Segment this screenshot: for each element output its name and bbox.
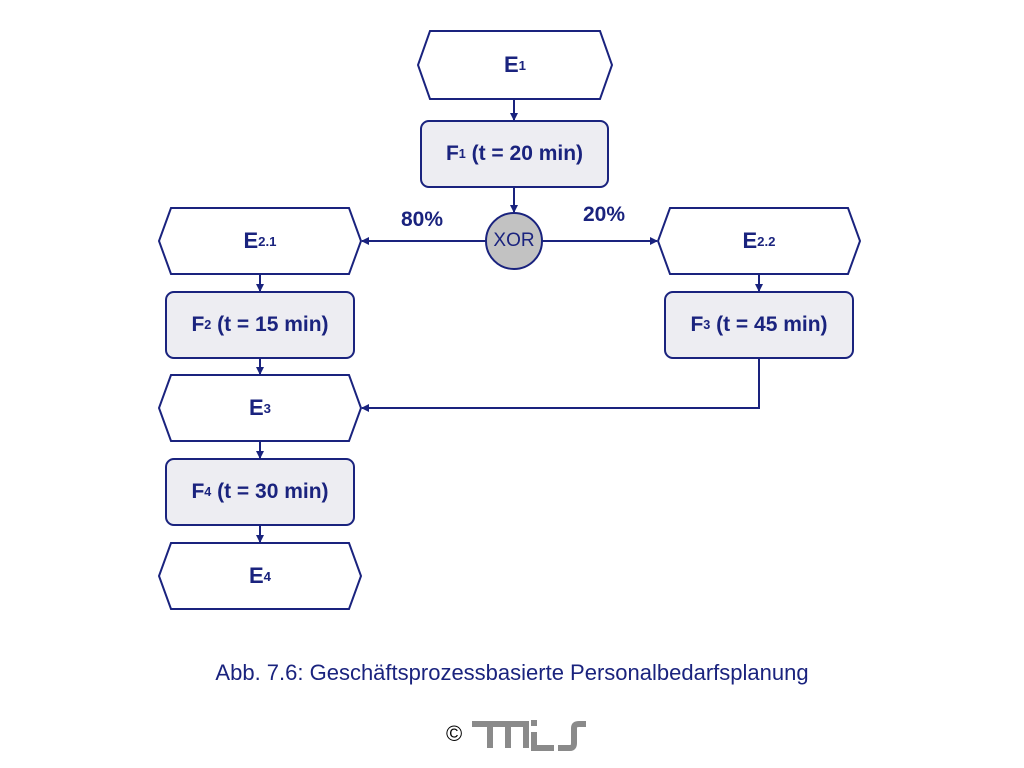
event-e3-shape xyxy=(157,374,363,442)
copyright-symbol: © xyxy=(446,721,463,746)
function-f3-main: F xyxy=(690,313,704,336)
branch-left-percentage: 80% xyxy=(400,208,444,231)
function-f1-sub: 1 xyxy=(458,147,466,161)
event-e21-main: E xyxy=(243,228,259,253)
function-f3-duration: (t = 45 min) xyxy=(710,313,828,336)
flow-f3-e3 xyxy=(361,358,760,412)
event-e4-shape xyxy=(157,542,363,610)
copyright-footer: © xyxy=(446,716,588,752)
event-e21-sub: 2.1 xyxy=(258,233,277,249)
event-e3-main: E xyxy=(248,395,264,420)
function-f2-main: F xyxy=(191,313,205,336)
event-e3-sub: 3 xyxy=(263,400,272,416)
event-e22-main: E xyxy=(742,228,758,253)
function-f3-sub: 3 xyxy=(703,318,711,332)
event-e4-main: E xyxy=(248,563,264,588)
event-e1-shape xyxy=(416,30,614,100)
function-f1-main: F xyxy=(445,142,459,165)
event-e22-sub: 2.2 xyxy=(757,233,776,249)
function-f2-sub: 2 xyxy=(204,318,212,332)
function-f4-sub: 4 xyxy=(204,485,212,499)
event-e1-sub: 1 xyxy=(518,57,527,73)
figure-caption: Abb. 7.6: Geschäftsprozessbasierte Perso… xyxy=(215,660,809,685)
event-e22-shape xyxy=(656,207,862,275)
event-e21-shape xyxy=(157,207,363,275)
brand-logo-icon xyxy=(472,720,587,751)
branch-right-percentage: 20% xyxy=(582,203,626,226)
xor-connector-label: XOR xyxy=(493,230,535,251)
function-f4-main: F xyxy=(191,480,205,503)
function-f4-duration: (t = 30 min) xyxy=(211,480,329,503)
event-e1-main: E xyxy=(503,52,519,77)
event-e4-sub: 4 xyxy=(263,568,272,584)
function-f1-duration: (t = 20 min) xyxy=(465,142,584,165)
function-f2-duration: (t = 15 min) xyxy=(211,313,329,336)
